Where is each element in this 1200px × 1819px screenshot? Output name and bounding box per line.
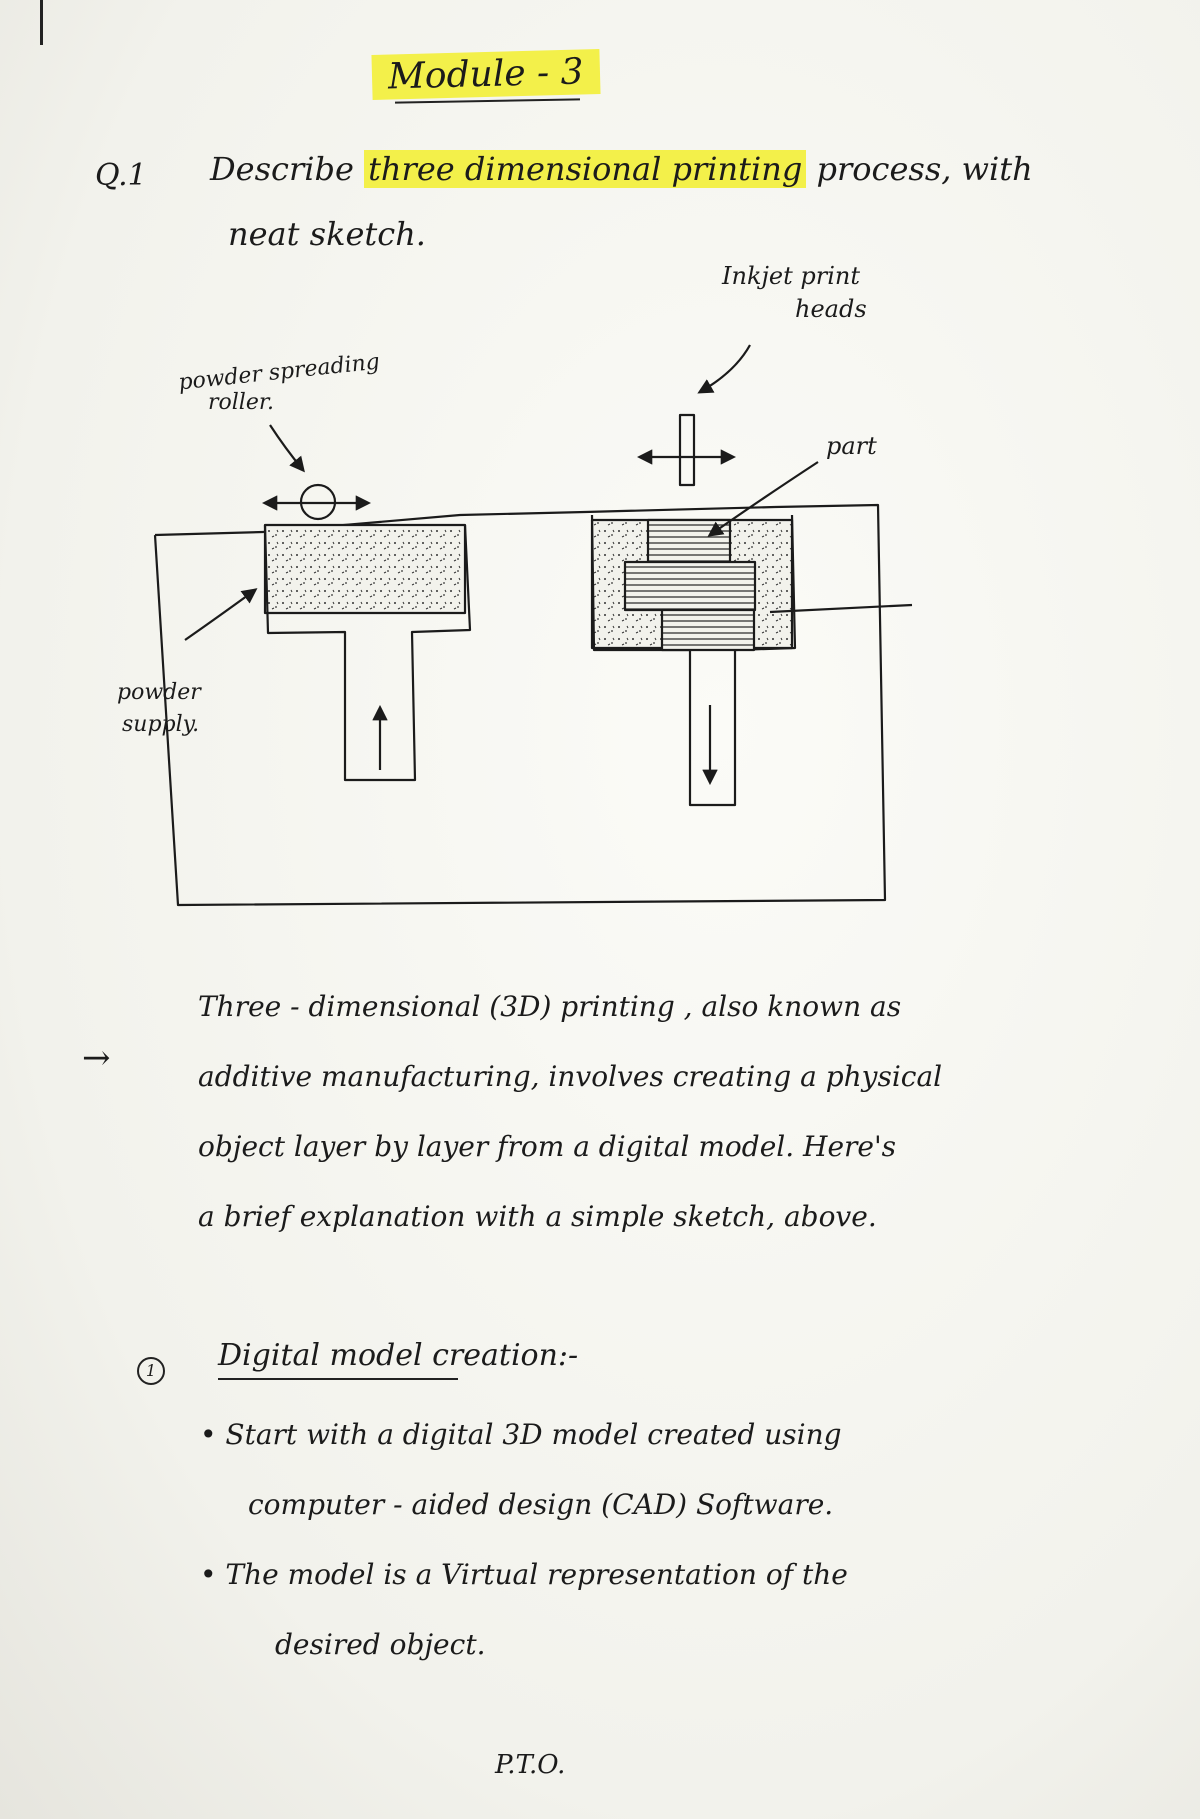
feed-chamber-walls xyxy=(263,524,472,782)
heading-underline xyxy=(218,1378,458,1380)
part-pointer xyxy=(707,461,819,537)
question-number: Q.1 xyxy=(95,158,147,193)
bullet-line-3: • The model is a Virtual representation … xyxy=(200,1558,848,1591)
roller-pointer xyxy=(269,424,305,473)
machine-top-edge xyxy=(262,505,776,534)
inkjet-head-icon xyxy=(678,413,696,487)
answer-line-3: object layer by layer from a digital mod… xyxy=(198,1130,897,1163)
answer-line-2: additive manufacturing, involves creatin… xyxy=(198,1060,943,1093)
answer-line-1: Three - dimensional (3D) printing , also… xyxy=(198,990,902,1023)
label-powder-supply-2: supply. xyxy=(122,712,200,737)
label-inkjet-1: Inkjet print xyxy=(722,262,861,290)
bullet-line-4: desired object. xyxy=(275,1628,486,1661)
bullet-line-2: computer - aided design (CAD) Software. xyxy=(248,1488,834,1521)
question-line-1: Describe three dimensional printing proc… xyxy=(210,150,1033,188)
question-highlight: three dimensional printing xyxy=(364,150,807,188)
label-powder-supply-1: powder xyxy=(117,680,201,705)
inkjet-pointer xyxy=(697,344,751,394)
machine-outline xyxy=(153,503,887,907)
page-footer: P.T.O. xyxy=(495,1750,566,1780)
powder-supply-pointer xyxy=(184,588,258,641)
answer-arrow-icon: → xyxy=(82,1038,111,1078)
section-heading: Digital model creation:- xyxy=(218,1338,579,1373)
part-layer-top xyxy=(646,518,732,564)
bullet-line-1: • Start with a digital 3D model created … xyxy=(200,1418,842,1451)
section-number-badge: 1 xyxy=(137,1357,165,1385)
margin-pen-mark xyxy=(40,0,43,45)
question-text-pre: Describe xyxy=(210,150,354,188)
part-layer-mid xyxy=(623,560,757,612)
powder-bed-leader xyxy=(769,603,913,614)
question-text-post: process, with xyxy=(816,150,1033,188)
powder-supply-bed xyxy=(263,523,467,615)
part-layer-base xyxy=(660,608,756,652)
build-chamber-walls xyxy=(590,514,797,807)
label-inkjet-2: heads xyxy=(795,295,867,323)
answer-line-4: a brief explanation with a simple sketch… xyxy=(198,1200,877,1233)
question-line-2: neat sketch. xyxy=(228,215,426,253)
label-roller-2: roller. xyxy=(208,390,274,415)
label-part: part xyxy=(826,432,877,460)
